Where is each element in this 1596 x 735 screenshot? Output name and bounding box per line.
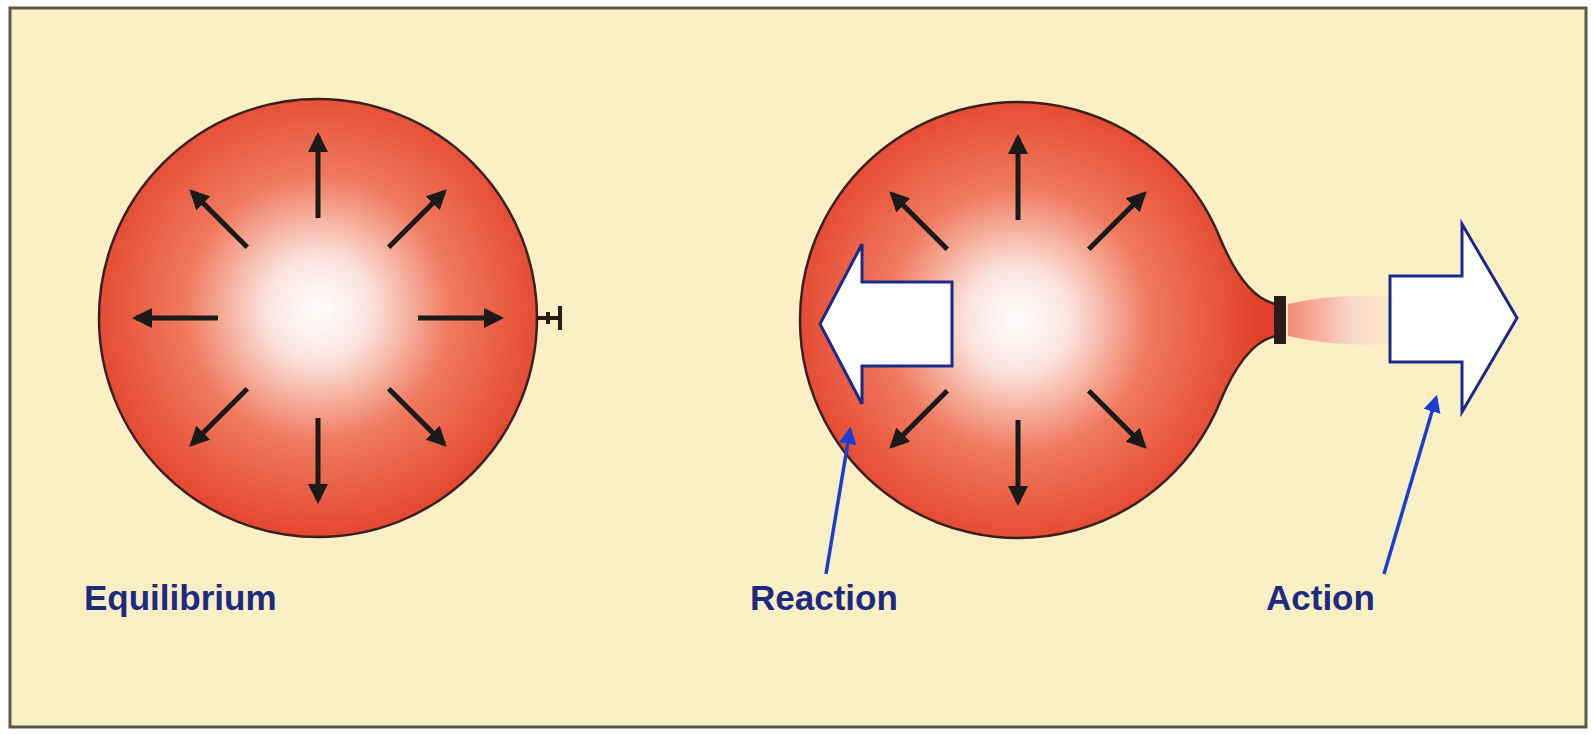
pressure-arrow: [1016, 420, 1021, 502]
pressure-arrow: [418, 316, 500, 321]
diagram-label: Reaction: [750, 578, 898, 618]
pressure-arrow: [389, 192, 444, 247]
pressure-arrow: [136, 316, 218, 321]
pressure-arrow: [1016, 138, 1021, 220]
pressure-arrow: [192, 389, 247, 444]
label-text: Action: [1266, 578, 1375, 618]
label-text: Reaction: [750, 578, 898, 618]
label-text: Equilibrium: [84, 578, 277, 618]
pressure-arrow: [192, 192, 247, 247]
pressure-arrow: [892, 194, 947, 249]
diagram-label: Action: [1266, 578, 1375, 618]
pressure-arrow: [892, 391, 947, 446]
pressure-arrow: [316, 136, 321, 218]
pressure-arrow: [316, 418, 321, 500]
pressure-arrow: [1089, 391, 1144, 446]
diagram-label: Equilibrium: [84, 578, 277, 618]
pressure-arrow: [389, 389, 444, 444]
pressure-arrow: [1089, 194, 1144, 249]
